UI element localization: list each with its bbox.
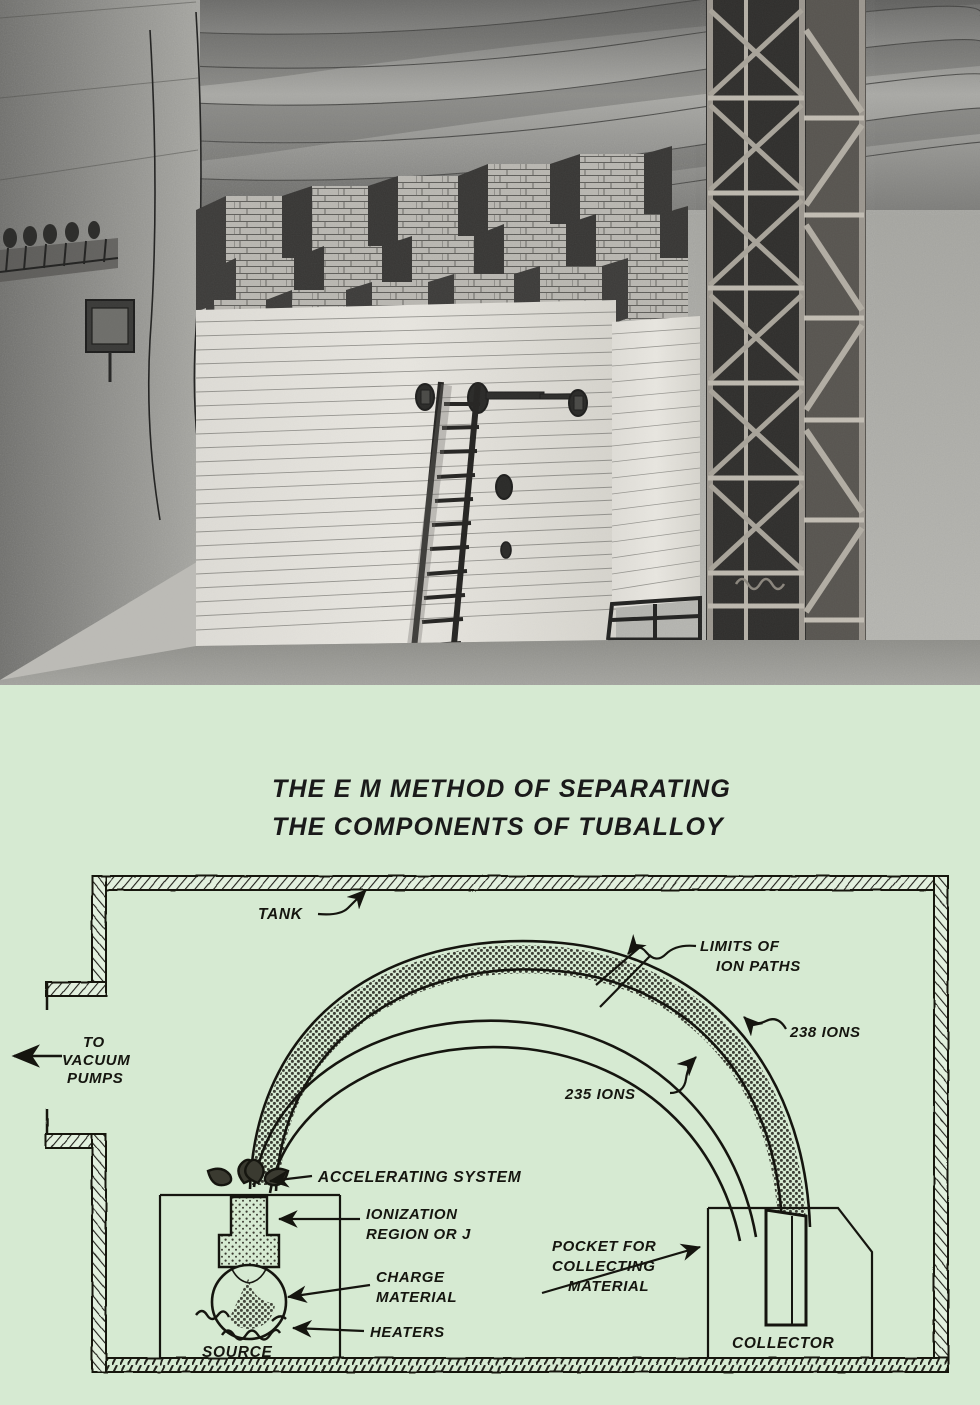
ions-235-group: 235 IONS (564, 1056, 697, 1103)
diagram-title-line1: THE E M METHOD OF SEPARATING (272, 775, 731, 803)
em-method-schematic: THE E M METHOD OF SEPARATING THE COMPONE… (0, 685, 980, 1405)
pocket-rect (764, 1208, 808, 1327)
limits-label-group: LIMITS OF ION PATHS (595, 934, 801, 1008)
label-vacuum-line1: TO (83, 1034, 105, 1051)
charge-material-label-group: CHARGE MATERIAL (286, 1269, 457, 1306)
arc-235-outer (252, 1019, 758, 1238)
arc-238-inner (274, 968, 784, 1226)
limits-leader-2 (599, 954, 652, 1008)
photo-illustration-panel (0, 0, 980, 685)
arc-235-inner (268, 1045, 742, 1242)
heater-coils (195, 1309, 287, 1341)
ionization-region (217, 1195, 281, 1269)
pocket-leader (541, 1243, 702, 1295)
diagram-title-line2: THE COMPONENTS OF TUBALLOY (272, 813, 725, 841)
label-pocket-line1: POCKET FOR (552, 1238, 656, 1255)
ions-238-leader (743, 1016, 787, 1037)
arc-238-outer (248, 939, 812, 1228)
bulb-neck-join (230, 1266, 268, 1284)
label-limits-line2: ION PATHS (716, 958, 801, 975)
schematic-diagram-panel: THE E M METHOD OF SEPARATING THE COMPONE… (0, 685, 980, 1405)
accelerating-leader (268, 1170, 313, 1188)
label-ionization-line2: REGION OR J (366, 1226, 471, 1243)
label-ionization-line1: IONIZATION (366, 1206, 458, 1223)
collector-assembly (706, 1206, 874, 1358)
limits-leader-line (627, 934, 697, 960)
ions-235-leader (669, 1056, 697, 1095)
label-charge-line2: MATERIAL (376, 1289, 457, 1306)
limits-leader-3 (595, 946, 641, 986)
ion-path-arcs (248, 939, 812, 1242)
label-accelerating-system: ACCELERATING SYSTEM (317, 1169, 522, 1186)
vacuum-pumps-group: TO VACUUM PUMPS (11, 1034, 130, 1087)
label-238-ions: 238 IONS (789, 1024, 861, 1041)
charge-leader (286, 1283, 371, 1303)
label-pocket-line2: COLLECTING (552, 1258, 656, 1275)
label-limits-line1: LIMITS OF (700, 938, 780, 955)
ionization-chamber (217, 1195, 281, 1269)
photo-illustration (0, 0, 980, 685)
accelerating-label-group: ACCELERATING SYSTEM (268, 1169, 522, 1188)
label-charge-line1: CHARGE (376, 1269, 445, 1286)
label-235-ions: 235 IONS (564, 1086, 636, 1103)
collector-outline (706, 1206, 874, 1358)
pocket-label-group: POCKET FOR COLLECTING MATERIAL (541, 1238, 702, 1295)
label-source: SOURCE (202, 1344, 273, 1361)
charge-material-fill (229, 1277, 275, 1329)
collecting-pocket (764, 1208, 808, 1327)
heaters-label-group: HEATERS (291, 1319, 445, 1341)
diagram-background (0, 685, 980, 1405)
label-pocket-line3: MATERIAL (568, 1278, 649, 1295)
ionization-label-group: IONIZATION REGION OR J (277, 1206, 471, 1243)
label-collector: COLLECTOR (732, 1335, 835, 1352)
ions-238-group: 238 IONS (743, 1016, 861, 1041)
source-bulb (210, 1263, 288, 1341)
label-vacuum-line2: VACUUM (62, 1052, 130, 1069)
tank-leader-line (317, 889, 367, 916)
label-tank: TANK (258, 906, 304, 923)
tank-walls (45, 875, 949, 1373)
label-vacuum-line3: PUMPS (67, 1070, 123, 1087)
heaters-leader (291, 1319, 365, 1338)
label-heaters: HEATERS (370, 1324, 445, 1341)
